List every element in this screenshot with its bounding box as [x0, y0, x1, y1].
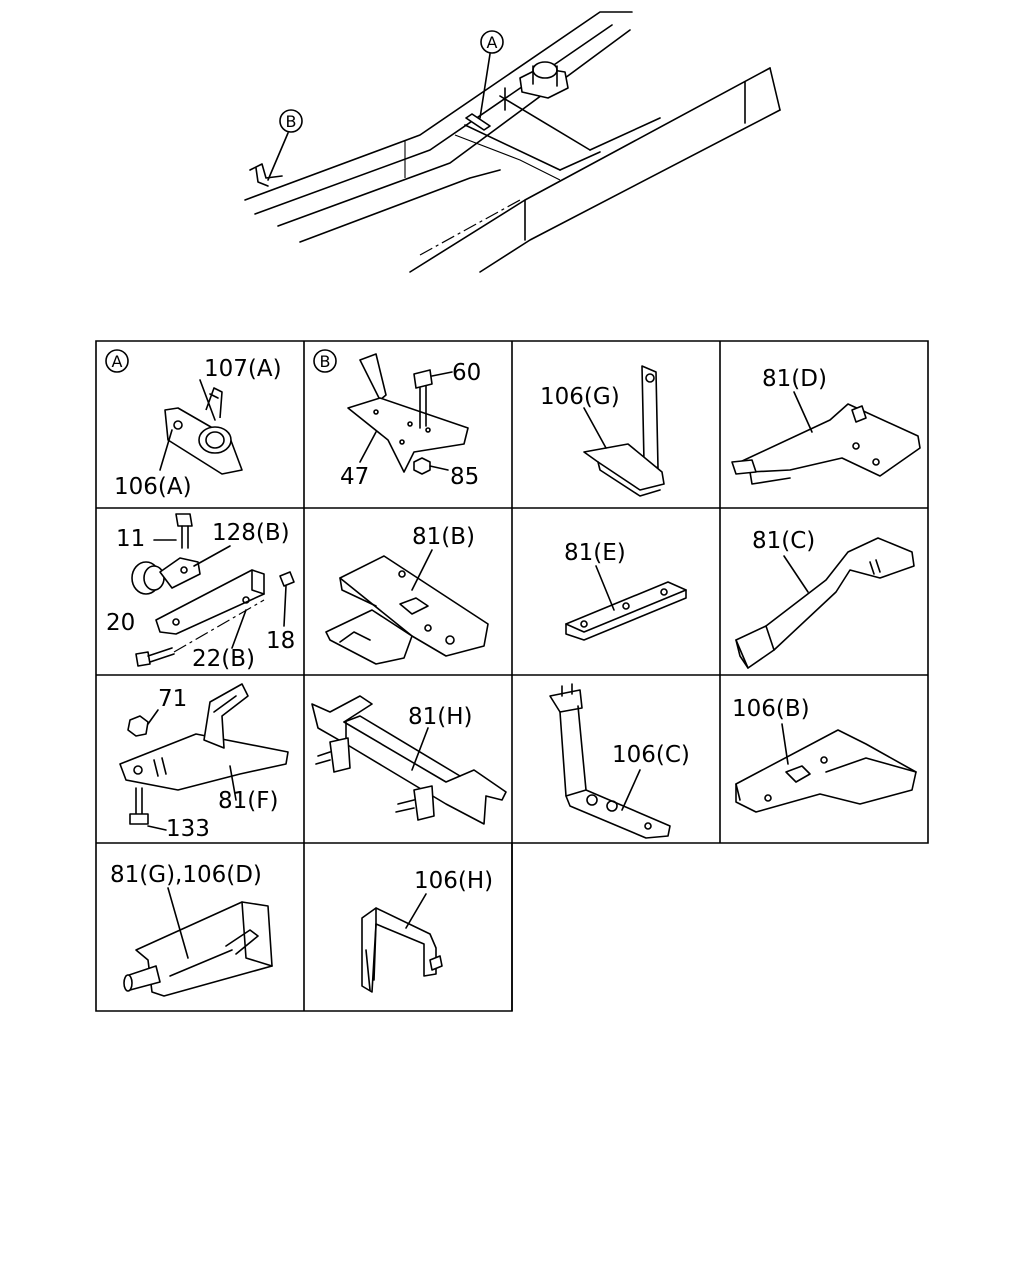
- cell-106H: 106(H): [361, 868, 493, 993]
- cell-81G-106D: 81(G),106(D): [110, 862, 273, 997]
- cell-106G: 106(G): [540, 365, 665, 497]
- parts-grid: [95, 340, 929, 1012]
- label-20: 20: [106, 610, 135, 636]
- cell-81F: 71 81(F) 133: [119, 683, 289, 842]
- label-81B: 81(B): [412, 524, 475, 550]
- bracket-81B-icon: [325, 555, 489, 665]
- bracket-81G-icon: [123, 901, 273, 997]
- bracket-106H-icon: [361, 907, 443, 993]
- label-71: 71: [158, 686, 187, 712]
- cell-detail-a: A 107(A) 106(A): [105, 349, 282, 500]
- chassis-frame-overview: A B: [244, 11, 781, 273]
- bracket-81C-icon: [735, 537, 915, 669]
- bracket-81H-icon: [311, 695, 507, 825]
- bolt-20-icon: [135, 599, 265, 667]
- cell-81E: 81(E): [564, 540, 687, 641]
- plate-81E-icon: [565, 581, 687, 641]
- callout-b-letter: B: [286, 112, 297, 131]
- frame-device-icon: [519, 61, 569, 99]
- cell-106B: 106(B): [732, 696, 917, 813]
- label-18: 18: [266, 628, 295, 654]
- label-133: 133: [166, 816, 210, 842]
- cell-81C: 81(C): [735, 528, 915, 669]
- callout-a-letter: A: [487, 33, 498, 52]
- label-22B: 22(B): [192, 646, 255, 672]
- cell-b-letter: B: [320, 352, 331, 371]
- label-106A: 106(A): [114, 474, 192, 500]
- bracket-22B-icon: [155, 569, 265, 635]
- bracket-81F-icon: [119, 683, 289, 791]
- label-106H: 106(H): [414, 868, 493, 894]
- bracket-47-icon: [347, 353, 469, 473]
- label-81F: 81(F): [218, 788, 278, 814]
- cell-detail-b: B 60 47 85: [313, 349, 481, 490]
- nut-18-icon: [279, 571, 295, 627]
- label-81C: 81(C): [752, 528, 815, 554]
- nut-85-icon: [413, 457, 449, 475]
- label-106G: 106(G): [540, 384, 620, 410]
- cell-81D: 81(D): [731, 366, 921, 485]
- bracket-106B-icon: [735, 729, 917, 813]
- cell-81H: 81(H): [311, 695, 507, 825]
- label-106B: 106(B): [732, 696, 810, 722]
- bolt-133-icon: [129, 787, 167, 831]
- label-81E: 81(E): [564, 540, 626, 566]
- clamp-128B-icon: [131, 557, 201, 595]
- bracket-81D-icon: [731, 403, 921, 485]
- label-81H: 81(H): [408, 704, 473, 730]
- label-47: 47: [340, 464, 369, 490]
- label-128B: 128(B): [212, 520, 290, 546]
- cell-106C: 106(C): [549, 683, 690, 839]
- bracket-106G-icon: [583, 365, 665, 497]
- cell-a-letter: A: [112, 352, 123, 371]
- bracket-106A-icon: [164, 387, 243, 475]
- label-85: 85: [450, 464, 479, 490]
- label-81D: 81(D): [762, 366, 827, 392]
- label-60: 60: [452, 360, 481, 386]
- label-11: 11: [116, 526, 145, 552]
- label-106C: 106(C): [612, 742, 690, 768]
- label-107A: 107(A): [204, 356, 282, 382]
- cell-81B: 81(B): [325, 524, 489, 665]
- label-81G-106D: 81(G),106(D): [110, 862, 262, 888]
- bolt-60-icon: [413, 369, 453, 429]
- bolt-11-icon: [153, 513, 193, 549]
- nut-71-icon: [127, 709, 159, 737]
- bracket-106C-icon: [549, 683, 671, 839]
- cell-128B: 11 128(B) 20 22(B) 18: [106, 513, 295, 672]
